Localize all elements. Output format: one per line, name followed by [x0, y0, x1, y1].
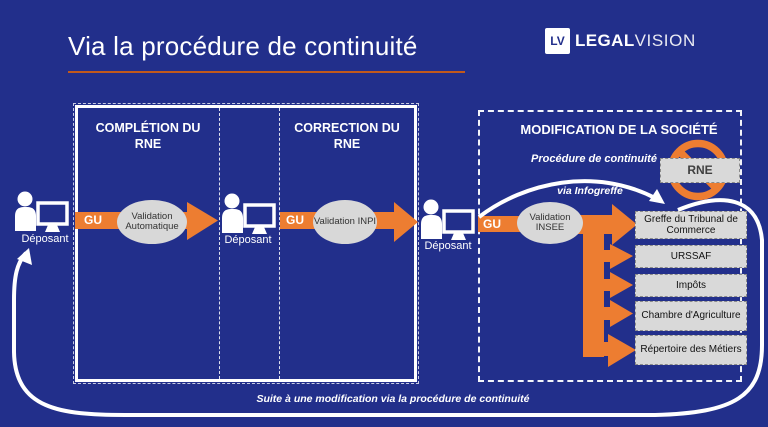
section-title-completion: COMPLÉTION DU RNE — [95, 121, 201, 151]
section-title-correction: CORRECTION DU RNE — [294, 121, 400, 151]
recipient-chambre-agriculture: Chambre d'Agriculture — [635, 301, 747, 331]
depositor-label-2: Déposant — [224, 234, 272, 246]
recipient-urssaf: URSSAF — [635, 245, 747, 268]
footer-note: Suite à une modification via la procédur… — [256, 393, 530, 405]
logo-text-light: VISION — [634, 31, 696, 50]
recipient-impots: Impôts — [635, 274, 747, 297]
section-title-modification: MODIFICATION DE LA SOCIÉTÉ — [520, 122, 718, 137]
recipient-repertoire-metiers: Répertoire des Métiers — [635, 335, 747, 365]
gu-label-2: GU — [286, 213, 304, 227]
via-infogreffe-note: via Infogreffe — [557, 185, 623, 197]
legalvision-logo: LV LEGALVISION — [545, 28, 696, 54]
procedure-continuite-note: Procédure de continuité — [531, 153, 657, 165]
gu-label-1: GU — [84, 213, 102, 227]
logo-text-bold: LEGAL — [575, 31, 635, 50]
validation-insee-ellipse: Validation INSEE — [517, 202, 583, 244]
rne-crossed-box: RNE — [660, 158, 740, 183]
validation-automatique-ellipse: Validation Automatique — [117, 200, 187, 244]
page-title: Via la procédure de continuité — [68, 31, 418, 61]
depositor-label-3: Déposant — [424, 240, 472, 252]
gu-label-3: GU — [483, 217, 501, 231]
validation-inpi-ellipse: Validation INPI — [313, 200, 377, 244]
logo-lv-icon: LV — [545, 28, 570, 54]
depositor-label-1: Déposant — [21, 233, 69, 245]
title-underline — [68, 71, 465, 73]
recipient-greffe: Greffe du Tribunal de Commerce — [635, 211, 747, 239]
